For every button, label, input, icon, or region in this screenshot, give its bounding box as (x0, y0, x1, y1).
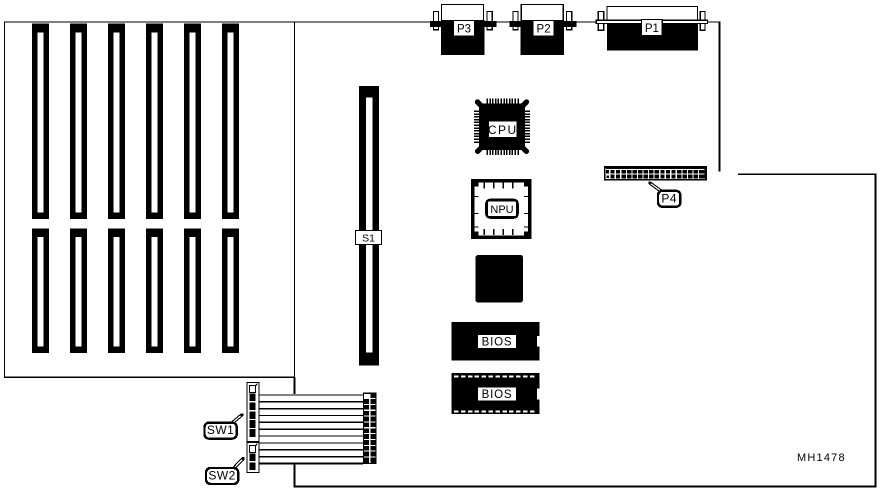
svg-text:P3: P3 (457, 24, 471, 36)
svg-text:SW1: SW1 (207, 423, 235, 437)
svg-text:BIOS: BIOS (482, 337, 513, 349)
svg-text:P4: P4 (661, 191, 677, 205)
svg-text:P2: P2 (537, 24, 551, 36)
svg-text:BIOS: BIOS (482, 389, 513, 401)
svg-text:S1: S1 (362, 233, 375, 245)
svg-text:MH1478: MH1478 (797, 452, 846, 464)
svg-text:NPU: NPU (490, 204, 513, 216)
svg-text:SW2: SW2 (208, 469, 236, 483)
svg-text:CPU: CPU (488, 123, 518, 137)
svg-text:P1: P1 (645, 23, 659, 35)
